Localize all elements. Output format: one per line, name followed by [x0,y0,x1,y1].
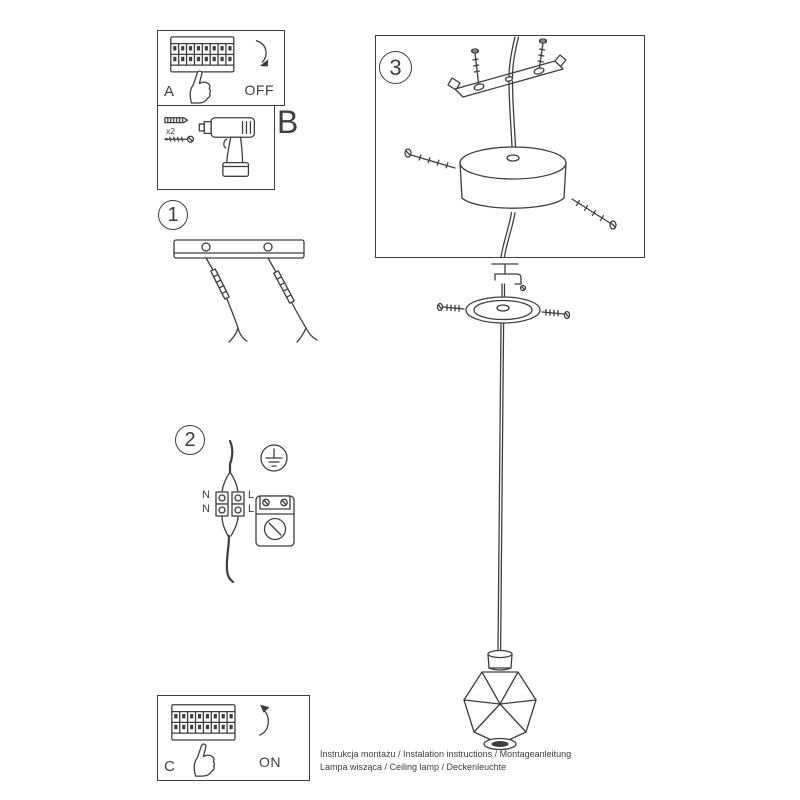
screw-count-label: x2 [166,126,175,136]
wall-plug-icon [164,117,189,124]
footer-text: Instrukcja montażu / Instalation instruc… [320,748,571,774]
screw-icon [163,135,195,143]
wire-label-l-top: L [248,489,255,501]
canopy-top-detail-icon [436,283,571,324]
mounting-rail [173,239,305,259]
pendant-cable [497,322,505,652]
terminal-block-icon [215,491,245,517]
hook-bracket-icon [491,263,527,292]
cable-clamp-icon [255,495,295,547]
bracket-canopy-illustration [404,36,617,258]
fuse-box-icon [171,704,236,741]
pointing-hand-icon [189,70,211,104]
pendant-shade-icon [463,649,537,751]
panel-b: x2 [157,105,275,190]
canopy-screw-left-icon [404,148,456,169]
canopy-screw-right-icon [571,198,617,230]
step-1-number: 1 [158,200,188,230]
panel-c: C ON [157,695,310,781]
wiring-art [215,439,295,584]
canopy-icon [459,146,567,258]
wire-label-n-top: N [202,489,210,501]
panel-b-label: B [277,104,299,140]
wiring-illustration: N L N L [196,438,316,588]
bracket-screw-right-icon [537,38,548,68]
panel-c-action: ON [259,754,281,770]
footer-line-2: Lampa wisząca / Ceiling lamp / Deckenleu… [320,762,507,772]
fuse-box-icon [170,36,235,73]
wire-label-l-bottom: L [248,503,255,515]
breaker-off-illustration [170,36,269,104]
pointing-hand-icon [193,743,216,777]
step-2-digit: 2 [184,428,196,451]
output-wires [221,515,239,584]
detail-screw-right-icon [541,308,571,320]
ground-symbol-icon [260,444,288,472]
step-2-number: 2 [175,425,205,455]
bracket-screw-left-icon [470,48,481,84]
screw-wire-right [267,257,318,343]
drill-icon [198,117,255,177]
wire-label-n-bottom: N [202,503,210,515]
tools-illustration [163,117,255,177]
screw-wire-left [205,257,248,343]
panel-c-label: C [164,758,175,775]
mounting-rail-illustration [173,239,318,343]
ceiling-cable [508,36,520,148]
panel-a-action: OFF [244,82,274,98]
panel-a: A OFF [157,30,285,106]
ceiling-bracket-icon [447,38,567,98]
pendant-lamp-illustration [436,263,571,751]
flip-up-arrow-icon [259,704,270,736]
panel-a-label: A [164,83,175,100]
step-3-number: 3 [379,51,412,84]
footer-line-1: Instrukcja montażu / Instalation instruc… [320,749,572,759]
mains-cable-icon [221,439,239,493]
breaker-on-illustration [171,704,270,777]
step-1-digit: 1 [167,203,179,226]
flip-down-arrow-icon [255,40,269,67]
detail-screw-left-icon [436,302,465,312]
step-3-digit: 3 [389,54,402,80]
